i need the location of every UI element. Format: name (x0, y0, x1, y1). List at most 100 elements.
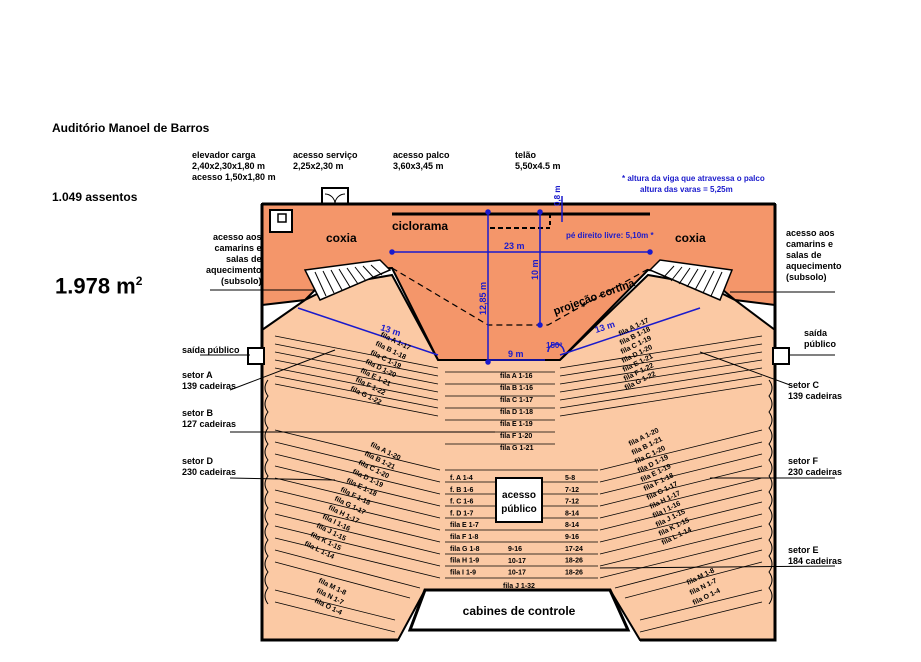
camarins-right-l5: (subsolo) (786, 272, 827, 282)
center-bottom-row: fila J 1-32 (503, 583, 535, 590)
setor-d-l2: 230 cadeiras (182, 467, 237, 477)
dim-23: 23 m (504, 241, 525, 251)
seating-rows (274, 335, 763, 633)
clear-height-label: pé direito livre: 5,10m * (566, 231, 654, 240)
setor-b-label: setor B 127 cadeiras (182, 408, 236, 430)
setor-e-l2: 184 cadeiras (788, 556, 843, 566)
screen-label: telão 5,50x4.5 m (515, 150, 561, 172)
row-label-sector-b: fila C 1-17 (500, 397, 533, 404)
row-label-center-right: 18-26 (565, 569, 583, 576)
row-label-center-left: fila H 1-9 (450, 558, 479, 565)
ciclorama-label: ciclorama (392, 219, 448, 233)
service-door-icon (321, 187, 349, 204)
camarins-right-l1: acesso aos (786, 228, 835, 238)
setor-c-l1: setor C (788, 380, 820, 390)
setor-f-label: setor F 230 cadeiras (788, 456, 842, 478)
public-access-l2: público (501, 504, 537, 515)
setor-c-l2: 139 cadeiras (788, 391, 843, 401)
setor-f-l2: 230 cadeiras (788, 467, 843, 477)
setor-f-l1: setor F (788, 456, 819, 466)
row-label-center-left: f. A 1-4 (450, 475, 473, 482)
setor-b-l2: 127 cadeiras (182, 419, 237, 429)
camarins-left-l3: salas de (225, 254, 262, 264)
dim-150: 150º (546, 341, 562, 350)
camarins-right-l2: camarins e (786, 239, 834, 249)
exit-right-icon (772, 347, 790, 365)
row-label-center-mid: 9-16 (508, 546, 522, 553)
camarins-left-l4: aquecimento (206, 265, 262, 275)
screen-l2: 5,50x4.5 m (515, 161, 561, 171)
stage-access-label: acesso palco 3,60x3,45 m (393, 150, 450, 172)
row-label-center-right: 18-26 (565, 558, 583, 565)
camarins-right-label: acesso aos camarins e salas de aquecimen… (786, 228, 842, 283)
dim-1285: 12,85 m (478, 282, 488, 315)
screen-l1: telão (515, 150, 537, 160)
stage-access-l1: acesso palco (393, 150, 450, 160)
row-label-sector-b: fila D 1-18 (500, 409, 533, 416)
coxia-right-label: coxia (675, 231, 706, 245)
stairs-right-icon (648, 259, 734, 301)
setor-c-label: setor C 139 cadeiras (788, 380, 842, 402)
exit-right-l2: público (804, 339, 836, 349)
beam-note-l2: altura das varas = 5,25m (640, 185, 733, 194)
stairs-left-icon (303, 259, 392, 301)
setor-a-l1: setor A (182, 370, 213, 380)
row-label-center-left: fila G 1-8 (450, 546, 480, 553)
setor-d-l1: setor D (182, 456, 214, 466)
camarins-right-l3: salas de (786, 250, 822, 260)
leader-lines (200, 289, 836, 569)
total-area: 1.978 m2 (55, 268, 142, 299)
camarins-left-l1: acesso aos (212, 232, 262, 242)
camarins-left-label: acesso aos camarins e salas de aquecimen… (206, 232, 262, 287)
setor-b-l1: setor B (182, 408, 214, 418)
stage-access-l2: 3,60x3,45 m (393, 161, 444, 171)
service-l2: 2,25x2,30 m (293, 161, 344, 171)
exit-right-l1: saída (804, 328, 828, 338)
public-access-l1: acesso (502, 490, 536, 501)
coxia-left-label: coxia (326, 231, 357, 245)
control-booth-block (407, 588, 631, 632)
camarins-left-l2: camarins e (214, 243, 262, 253)
curtain-projection (391, 267, 651, 326)
service-l1: acesso serviço (293, 150, 358, 160)
row-label-sector-b: fila A 1-16 (500, 373, 533, 380)
row-label-center-right: 17-24 (565, 546, 583, 553)
side-wall-texture (264, 379, 773, 605)
row-label-center-mid: 10-17 (508, 570, 526, 577)
row-label-center-left: fila E 1-7 (450, 522, 479, 529)
setor-d-label: setor D 230 cadeiras (182, 456, 236, 478)
total-area-exp: 2 (135, 274, 143, 288)
dim-9: 9 m (508, 349, 524, 359)
row-label-center-left: fila F 1-8 (450, 534, 479, 541)
total-area-value: 1.978 m (55, 273, 136, 299)
camarins-left-l5: (subsolo) (221, 276, 262, 286)
row-label-center-right: 5-8 (565, 475, 575, 482)
row-label-center-right: 8-14 (565, 522, 579, 529)
exit-left-icon (247, 347, 265, 365)
seats-total: 1.049 assentos (52, 190, 138, 204)
exit-right-label: saída público (804, 328, 836, 350)
elevator-l1: elevador carga (192, 150, 256, 160)
service-access-label: acesso serviço 2,25x2,30 m (293, 150, 358, 172)
row-label-center-right: 7-12 (565, 499, 579, 506)
row-label-sector-b: fila B 1-16 (500, 385, 533, 392)
row-label-sector-b: fila G 1-21 (500, 445, 534, 452)
row-label-center-right: 9-16 (565, 534, 579, 541)
dim-10: 10 m (530, 259, 540, 280)
row-label-sector-b: fila F 1-20 (500, 433, 532, 440)
row-label-center-right: 8-14 (565, 510, 579, 517)
elevator-label: elevador carga 2,40x2,30x1,80 m acesso 1… (192, 150, 276, 183)
elevator-l2: 2,40x2,30x1,80 m (192, 161, 266, 171)
beam-note: * altura da viga que atravessa o palco a… (622, 173, 765, 195)
row-label-center-right: 7-12 (565, 487, 579, 494)
row-label-center-left: f. B 1-6 (450, 487, 473, 494)
setor-a-label: setor A 139 cadeiras (182, 370, 236, 392)
camarins-right-l4: aquecimento (786, 261, 842, 271)
setor-e-l1: setor E (788, 545, 819, 555)
row-label-center-mid: 10-17 (508, 558, 526, 565)
row-label-sector-b: fila E 1-19 (500, 421, 533, 428)
page-title: Auditório Manoel de Barros (52, 121, 210, 135)
public-access-block (495, 477, 543, 523)
exit-left-label: saída público (182, 345, 240, 355)
